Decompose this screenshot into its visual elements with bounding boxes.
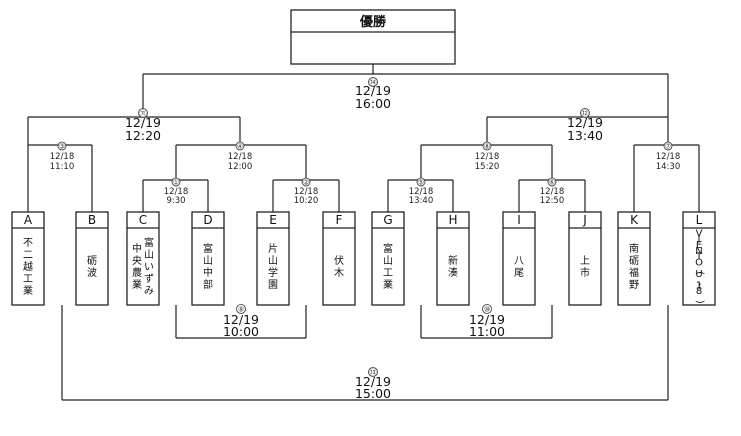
team-box-c: C 富山いずみ中央農業 <box>126 211 160 306</box>
team-letter: A <box>24 213 33 227</box>
team-letter: E <box>269 213 277 227</box>
team-letter: F <box>336 213 343 227</box>
match-12-time: 13:40 <box>567 128 603 143</box>
team-letter: K <box>630 213 639 227</box>
match-3-number-badge <box>57 141 67 151</box>
match-1-number-badge <box>171 177 181 187</box>
team-box-i: I 八尾 <box>502 211 536 306</box>
match-6-number: ⑥ <box>549 179 555 187</box>
team-name: 片山学園 <box>268 242 278 291</box>
match-5-number-badge <box>416 177 426 187</box>
team-letter: J <box>582 213 587 227</box>
team-box-e: E 片山学園 <box>256 211 290 306</box>
match-9-time: 10:00 <box>223 324 259 339</box>
match-10-number-badge <box>482 304 492 314</box>
team-name: 上市 <box>580 255 590 279</box>
team-name: 砺波 <box>87 255 97 279</box>
winner-title: 優勝 <box>359 14 387 30</box>
match-10-number: ⑩ <box>484 306 490 314</box>
match-9-date: 12/19 <box>223 312 259 327</box>
team-letter: D <box>203 213 212 227</box>
match-3-date: 12/18 <box>50 152 75 162</box>
match-6-date: 12/18 <box>540 187 565 197</box>
match-13-number-badge <box>368 367 378 377</box>
team-name: 富山工業 <box>383 242 393 291</box>
match-1-number: ① <box>173 179 179 187</box>
match-14-date: 12/19 <box>355 83 391 98</box>
match-13-number: ⑬ <box>370 369 377 377</box>
match-11-time: 12:20 <box>125 128 161 143</box>
match-1-date: 12/18 <box>164 187 189 197</box>
winner-box <box>290 9 456 65</box>
match-14-number-badge <box>368 77 378 87</box>
team-box-k: K 南砺福野 <box>617 211 651 306</box>
match-4-number: ④ <box>237 143 243 151</box>
match-2-date: 12/18 <box>294 187 319 197</box>
match-5-time: 13:40 <box>409 196 434 206</box>
match-7-number: ⑦ <box>665 143 671 151</box>
match-5-date: 12/18 <box>409 187 434 197</box>
match-12-date: 12/19 <box>567 115 603 130</box>
match-4-date: 12/18 <box>228 152 253 162</box>
match-4-number-badge <box>235 141 245 151</box>
team-letter: C <box>139 213 147 227</box>
team-box-a: A 不二越工業 <box>11 211 45 306</box>
team-name: 富山中部 <box>203 242 213 291</box>
match-9-number-badge <box>236 304 246 314</box>
match-9-number: ⑨ <box>238 306 244 314</box>
team-name: 南砺福野 <box>629 242 639 291</box>
match-8-number: ⑧ <box>484 143 490 151</box>
match-6-time: 12:50 <box>540 196 565 206</box>
match-11-number: ⑪ <box>140 110 147 118</box>
team-name: 不二越工業 <box>23 238 33 297</box>
match-3-number: ③ <box>59 143 65 151</box>
team-letter: H <box>448 213 457 227</box>
match-11-number-badge <box>138 108 148 118</box>
team-name: 富山いずみ中央農業 <box>132 236 154 297</box>
match-13-date: 12/19 <box>355 374 391 389</box>
match-7-date: 12/18 <box>656 152 681 162</box>
match-2-time: 10:20 <box>294 196 319 206</box>
team-letter: L <box>696 213 703 227</box>
team-letter: B <box>88 213 96 227</box>
match-14-number: ⑭ <box>370 79 377 87</box>
team-box-d: D 富山中部 <box>191 211 225 306</box>
team-box-g: G 富山工業 <box>371 211 405 306</box>
match-11-date: 12/19 <box>125 115 161 130</box>
match-7-number-badge <box>663 141 673 151</box>
team-name: 伏木 <box>334 254 344 279</box>
team-letter: G <box>383 213 392 227</box>
match-13-time: 15:00 <box>355 386 391 401</box>
team-box-f: F 伏木 <box>322 211 356 306</box>
match-10-time: 11:00 <box>469 324 505 339</box>
team-box-j: J 上市 <box>568 211 602 306</box>
match-2-number: ② <box>303 179 309 187</box>
match-8-date: 12/18 <box>475 152 500 162</box>
team-box-h: H 新湊 <box>436 211 470 306</box>
match-6-number-badge <box>547 177 557 187</box>
match-8-number-badge <box>482 141 492 151</box>
match-8-time: 15:20 <box>475 162 500 172</box>
team-box-b: B 砺波 <box>75 211 109 306</box>
match-12-number: ⑫ <box>582 110 589 118</box>
match-14-time: 16:00 <box>355 96 391 111</box>
team-name: 八尾 <box>514 256 524 279</box>
match-1-time: 9:30 <box>166 196 185 206</box>
match-7-time: 14:30 <box>656 162 681 172</box>
match-12-number-badge <box>580 108 590 118</box>
match-5-number: ⑤ <box>418 179 424 187</box>
match-2-number-badge <box>301 177 311 187</box>
match-3-time: 11:10 <box>50 162 75 172</box>
team-boxes: A 不二越工業 B 砺波 C 富山いずみ中央農業 D 富山中部 E 片山学園 F 伏木 G 富山工業 H 新湊… <box>11 211 716 306</box>
team-letter: I <box>517 213 521 227</box>
team-name: 新湊 <box>448 254 458 279</box>
match-4-time: 12:00 <box>228 162 253 172</box>
match-10-date: 12/19 <box>469 312 505 327</box>
